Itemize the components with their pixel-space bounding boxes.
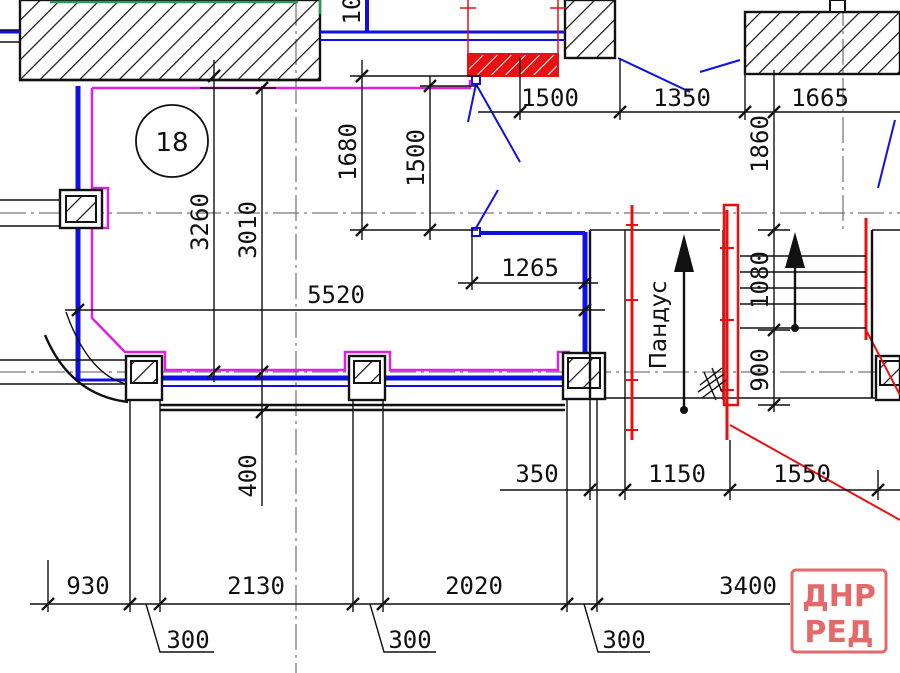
column-left	[58, 188, 104, 230]
watermark-line1: ДНР	[802, 579, 876, 614]
ground-lines	[0, 199, 876, 412]
dim-top-1350: 1350	[653, 84, 711, 112]
column-2	[347, 354, 387, 402]
dim-v-900: 900	[746, 348, 774, 391]
dim-col-300-a: 300	[166, 626, 209, 654]
dim-top-1665: 1665	[791, 84, 849, 112]
dim-h-1150: 1150	[648, 460, 706, 488]
stair	[740, 229, 900, 398]
dim-v-3010: 3010	[234, 201, 262, 259]
dim-h-350: 350	[515, 460, 558, 488]
dim-top-1500: 1500	[521, 84, 579, 112]
dim-b-2020: 2020	[445, 572, 503, 600]
room-tag: 18	[135, 104, 209, 178]
dim-h-1550: 1550	[773, 460, 831, 488]
room-walls	[75, 57, 896, 387]
dimension-lines	[30, 58, 900, 653]
dim-v-1080: 1080	[746, 251, 774, 309]
dim-v-3260: 3260	[186, 193, 214, 251]
dim-top-partial: 10	[338, 0, 366, 24]
dimension-labels: 1500 1350 1665 10 1860 1080 900 1680 150…	[66, 0, 849, 654]
dim-h-1265: 1265	[501, 254, 559, 282]
watermark-line2: РЕД	[804, 615, 873, 650]
dim-v-1680: 1680	[334, 123, 362, 181]
column-3	[561, 351, 607, 401]
top-blue-lines	[0, 0, 566, 54]
dim-b-2130: 2130	[227, 572, 285, 600]
top-walls	[0, 0, 900, 82]
column-right	[874, 354, 900, 402]
dim-v-400: 400	[234, 454, 262, 497]
watermark-logo: ДНР РЕД	[790, 568, 888, 654]
column-1	[124, 354, 164, 402]
dim-h-5520: 5520	[307, 281, 365, 309]
dim-v-1500: 1500	[402, 129, 430, 187]
dim-col-300-c: 300	[602, 626, 645, 654]
dim-col-300-b: 300	[388, 626, 431, 654]
dim-b-930: 930	[66, 572, 109, 600]
ramp-label: Пандус	[646, 281, 672, 370]
columns	[58, 188, 900, 402]
dim-v-1860: 1860	[746, 115, 774, 173]
ramp-area	[588, 203, 900, 521]
dim-b-3400: 3400	[719, 572, 777, 600]
room-number: 18	[155, 128, 188, 158]
